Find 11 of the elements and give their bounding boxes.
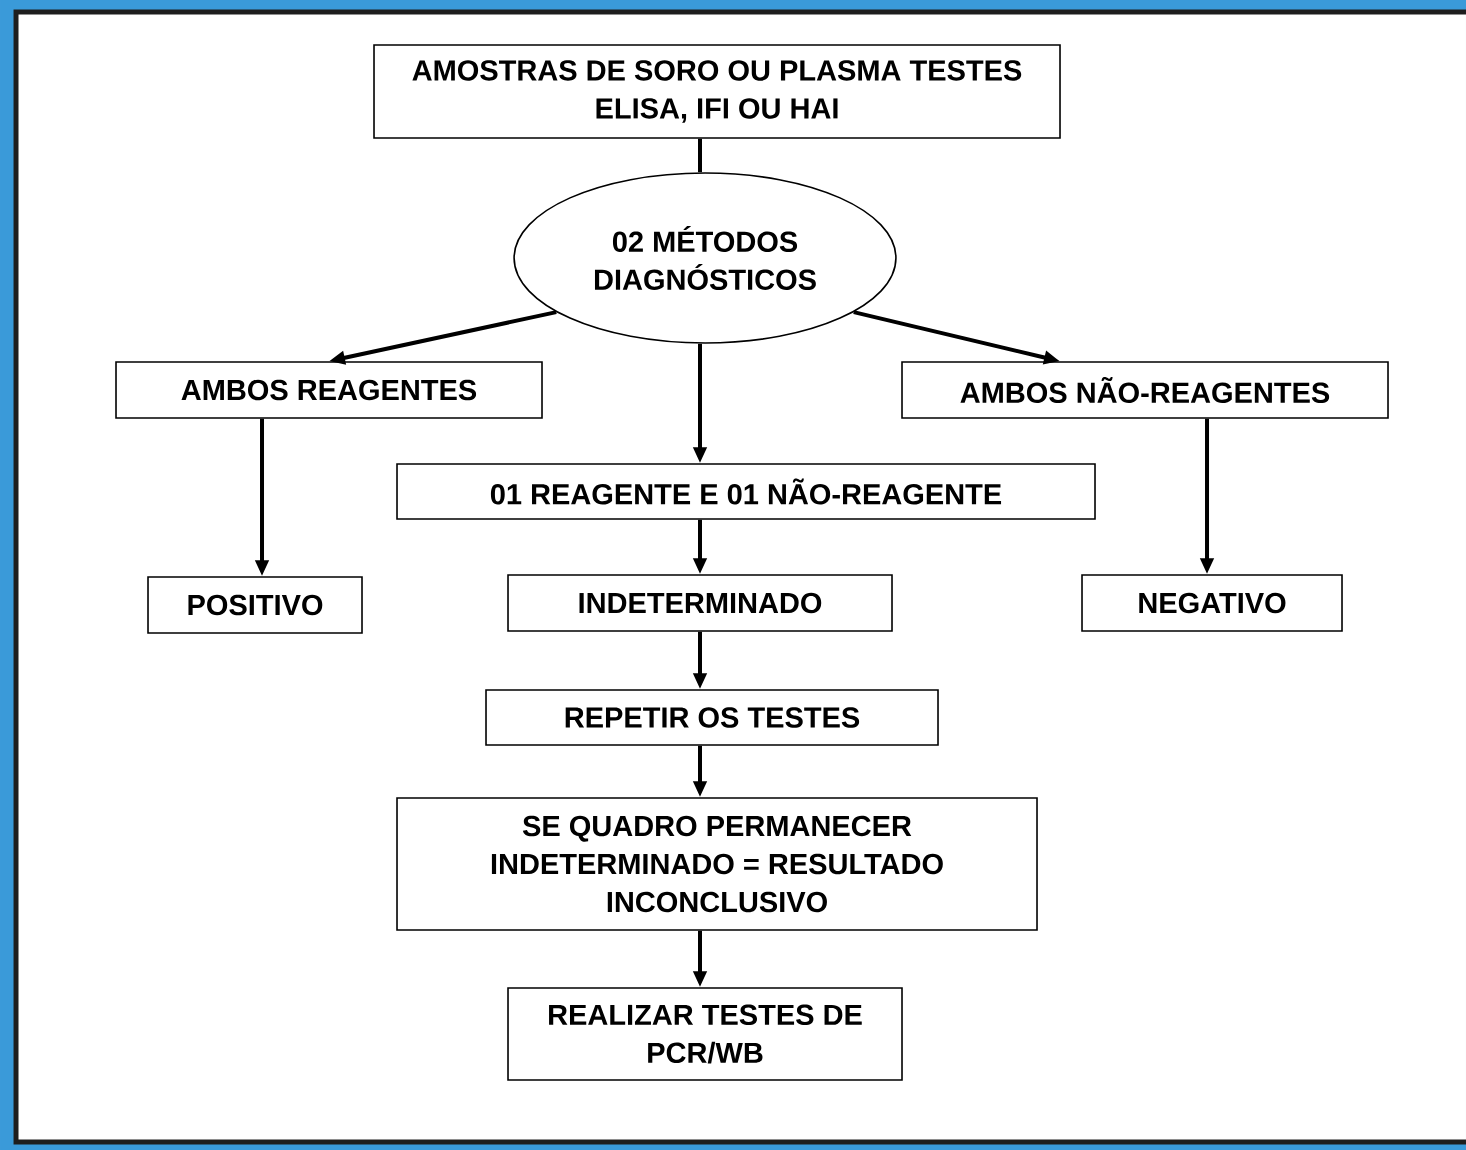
process-box: 01 REAGENTE E 01 NÃO-REAGENTE (396, 463, 1096, 520)
process-box: INDETERMINADO (507, 574, 893, 632)
process-box: POSITIVO (147, 576, 363, 634)
process-box: NEGATIVO (1081, 574, 1343, 632)
connector-line (698, 138, 702, 173)
process-box: AMBOS NÃO-REAGENTES (901, 361, 1389, 419)
process-box: AMOSTRAS DE SORO OU PLASMA TESTES ELISA, IFI OU HAI (373, 44, 1061, 139)
process-box: AMBOS REAGENTES (115, 361, 543, 419)
process-box: REALIZAR TESTES DE PCR/WB (507, 987, 903, 1081)
process-box: REPETIR OS TESTES (485, 689, 939, 746)
process-box: SE QUADRO PERMANECER INDETERMINADO = RESULTADO INCONCLUSIVO (396, 797, 1038, 931)
